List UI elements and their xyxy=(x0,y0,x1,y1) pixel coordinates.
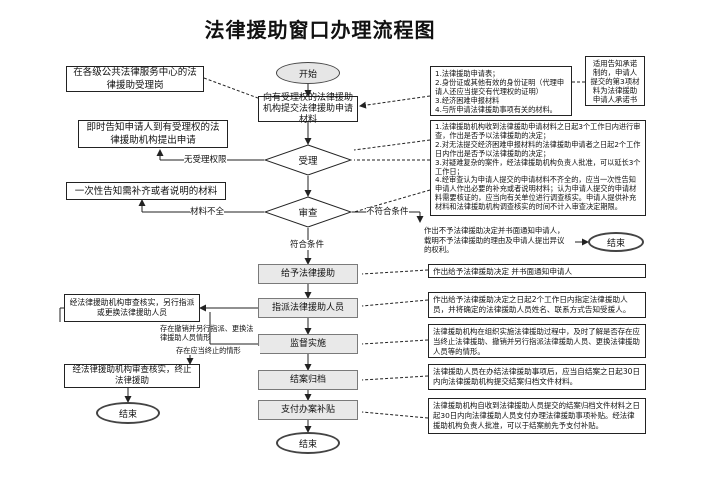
terminate-case-label: 存在应当终止的情形 xyxy=(176,346,260,355)
accept-label: 受理 xyxy=(298,156,318,167)
terminate-box: 经法律援助机构审查核实，终止法律援助 xyxy=(64,364,200,388)
give-step: 给予法律援助 xyxy=(258,264,358,284)
review-diamond-shape xyxy=(264,196,352,228)
not-eligible-label: 不符合条件 xyxy=(366,207,409,217)
eligible-label: 符合条件 xyxy=(290,240,325,250)
consult-post-box: 在各级公共法律服务中心的法律援助受理岗 xyxy=(66,66,204,92)
incomplete-label: 材料不全 xyxy=(190,207,225,217)
reject-end-node: 结束 xyxy=(588,232,644,252)
assign-notice: 作出给予法律援助决定之日起2个工作日内指定法律援助人员，并将确定的法律援助人员姓… xyxy=(428,292,646,318)
supervise-notice: 法律援助机构在组织实施法律援助过程中，及时了解是否存在应当终止法律援助、撤销并另… xyxy=(428,324,646,358)
page-title: 法律援助窗口办理流程图 xyxy=(204,18,436,42)
review-label: 审查 xyxy=(298,208,318,219)
commitment-note: 适用告知承诺制的，申请人提交的第3项材料为法律援助申请人承诺书 xyxy=(585,56,645,106)
change-case-label: 存在撤销并另行指派、更换法律援助人员情形 xyxy=(160,324,254,342)
supervise-step: 监督实施 xyxy=(258,334,358,354)
no-jurisdiction-label: 无受理权限 xyxy=(184,155,227,165)
pay-step: 支付办案补贴 xyxy=(258,400,358,420)
assign-step: 指派法律援助人员 xyxy=(258,298,358,318)
accept-diamond-shape xyxy=(264,144,352,176)
reject-note: 作出不予法律援助决定并书面通知申请人，载明不予法律援助的理由及申请人提出异议的权… xyxy=(420,224,575,260)
review-decision: 审查 xyxy=(264,196,352,228)
close-case-step: 结案归档 xyxy=(258,370,358,390)
close-notice: 法律援助人员在办结法律援助事项后，应当自结案之日起30日内向法律援助机构提交结案… xyxy=(428,364,646,390)
left-end-node: 结束 xyxy=(96,402,160,424)
end-node: 结束 xyxy=(276,432,340,454)
change-personnel-box: 经法律援助机构审查核实，另行指派或更换法律援助人员 xyxy=(64,294,200,322)
materials-note: 1.法律援助申请表； 2.身份证或其他有效的身份证明（代理申请人还应当提交有代理… xyxy=(430,66,572,116)
notify-applicant-box: 即时告知申请人到有受理权的法律援助机构提出申请 xyxy=(78,120,228,148)
apply-step: 向有受理权的法律援助机构提交法律援助申请材料 xyxy=(258,93,358,125)
supplement-materials-box: 一次性告知需补齐或者说明的材料 xyxy=(66,182,226,200)
start-node: 开始 xyxy=(276,62,340,84)
review-rules-note: 1.法律援助机构收到法律援助申请材料之日起3个工作日内进行审查，作出是否予以法律… xyxy=(430,120,646,216)
accept-decision: 受理 xyxy=(264,144,352,176)
give-notice: 作出给予法律援助决定 并书面通知申请人 xyxy=(428,264,646,278)
pay-notice: 法律援助机构自收到法律援助人员提交的结案归档文件材料之日起30日内向法律援助人员… xyxy=(428,398,646,434)
